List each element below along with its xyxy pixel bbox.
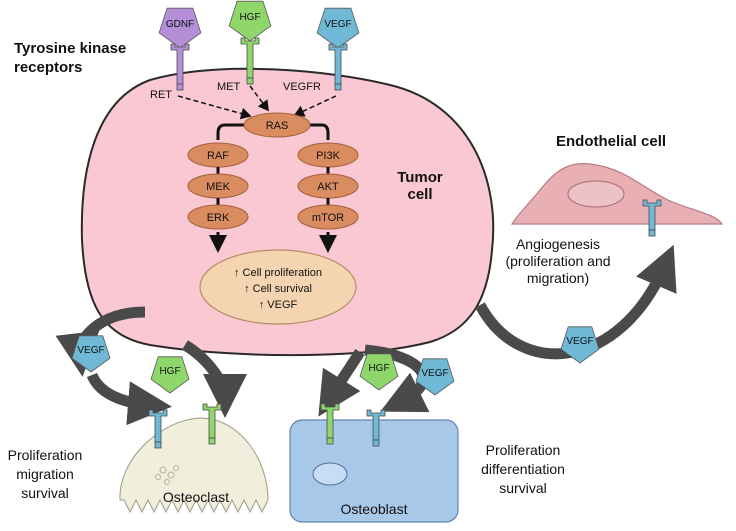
osteoclast-vegfr-receptor: [148, 409, 168, 449]
right-node-mtor: [297, 204, 359, 230]
endothelial-vegfr-receptor: [642, 199, 662, 237]
vegf-ligand-osteoblast-label: VEGF: [421, 368, 448, 379]
right-node-label: AKT: [317, 181, 339, 193]
met-receptor: [240, 37, 260, 85]
left-pathway-nodes: RAF MEK ERK: [187, 142, 249, 230]
tumor-label-line-1: Tumor: [397, 169, 443, 186]
hgf-ligand-osteoclast-label: HGF: [159, 366, 180, 377]
receptor-ret-label: RET: [150, 89, 172, 101]
osteoblast-nucleus: [312, 462, 348, 486]
hgf-ligand-osteoblast: HGF: [359, 353, 399, 391]
receptor-vegfr-label: VEGFR: [283, 81, 321, 93]
hgf-ligand-top: HGF: [228, 0, 272, 42]
receptor-group-title: Tyrosine kinase receptors: [14, 39, 126, 77]
outcome-line-2: ↑ Cell survival: [244, 283, 312, 295]
hgf-ligand-osteoclast: HGF: [150, 356, 190, 394]
osteoblast-label: Osteoblast: [341, 501, 408, 517]
receptor-layer: GDNF HGF VEGF VEGF VEGF HGF HGF VEGF: [71, 0, 662, 449]
ras-label: RAS: [266, 120, 289, 132]
osteoclast-effect-3: survival: [21, 485, 69, 501]
osteoblast-effect-2: differentiation: [481, 461, 565, 477]
outcome-line-1: ↑ Cell proliferation: [234, 267, 322, 279]
osteoblast-effect-3: survival: [499, 480, 547, 496]
osteoblast-effect-1: Proliferation: [485, 442, 561, 458]
osteoclast-effect-1: Proliferation: [7, 447, 83, 463]
tumor-cell: [80, 67, 495, 357]
osteoclast-label: Osteoclast: [163, 489, 229, 505]
osteoclast-effects: Proliferation migration survival: [2, 446, 88, 503]
vegf-ligand-osteoclast-label: VEGF: [77, 345, 104, 356]
gdnf-ligand-top: GDNF: [158, 7, 202, 49]
osteoclast-vesicles: [155, 465, 179, 485]
angiogenesis-line-3: migration): [526, 270, 590, 286]
angiogenesis-line-2: (proliferation and: [505, 253, 611, 269]
osteoclast-effect-2: migration: [16, 466, 74, 482]
angiogenesis-text: Angiogenesis (proliferation and migratio…: [492, 236, 624, 287]
vegf-ligand-osteoblast: VEGF: [415, 358, 455, 396]
endothelial-title: Endothelial cell: [556, 133, 667, 150]
vegf-ligand-top: VEGF: [316, 7, 360, 49]
left-node-label: RAF: [207, 150, 229, 162]
right-node-label: PI3K: [316, 150, 341, 162]
arrow-vegf-to-osteoclast: [86, 372, 172, 426]
receptor-group-title-line-2: receptors: [14, 59, 83, 76]
ret-receptor: [170, 43, 190, 91]
vegfr-receptor: [328, 43, 348, 91]
endothelial-nucleus: [567, 180, 625, 208]
ras-node: [243, 112, 311, 138]
hgf-ligand-osteoblast-label: HGF: [368, 363, 389, 374]
left-node-label: ERK: [207, 212, 230, 224]
vegf-ligand-angiogenesis-label: VEGF: [566, 336, 593, 347]
angiogenesis-line-1: Angiogenesis: [515, 236, 601, 252]
receptor-met-label: MET: [217, 81, 241, 93]
vegf-ligand-angiogenesis: VEGF: [560, 326, 600, 364]
outcome-line-3: ↑ VEGF: [259, 299, 298, 311]
pathway-lines: [209, 123, 337, 253]
outcome-ellipse: [199, 249, 357, 325]
osteoblast-vegfr-receptor: [366, 409, 386, 447]
left-node-label: MEK: [206, 181, 231, 193]
hgf-ligand-top-label: HGF: [239, 12, 260, 23]
receptor-to-ras-arrows: [177, 85, 337, 120]
receptor-group-title-line-1: Tyrosine kinase: [14, 40, 127, 57]
gdnf-ligand-top-label: GDNF: [166, 19, 194, 30]
tumor-label-line-2: cell: [407, 186, 432, 203]
vegf-ligand-top-label: VEGF: [324, 19, 351, 30]
right-node-label: mTOR: [312, 212, 344, 224]
left-node-erk: [187, 204, 249, 230]
arrow-tumor-hgf-osteoclast: [182, 340, 247, 418]
osteoblast-met-receptor: [320, 403, 340, 445]
vegf-ligand-osteoclast: VEGF: [71, 335, 111, 373]
right-pathway-nodes: PI3K AKT mTOR: [297, 142, 359, 230]
arrow-tumor-hgf-osteoblast: [318, 348, 365, 417]
osteoblast-effects: Proliferation differentiation survival: [468, 441, 578, 498]
osteoclast-met-receptor: [202, 403, 222, 445]
